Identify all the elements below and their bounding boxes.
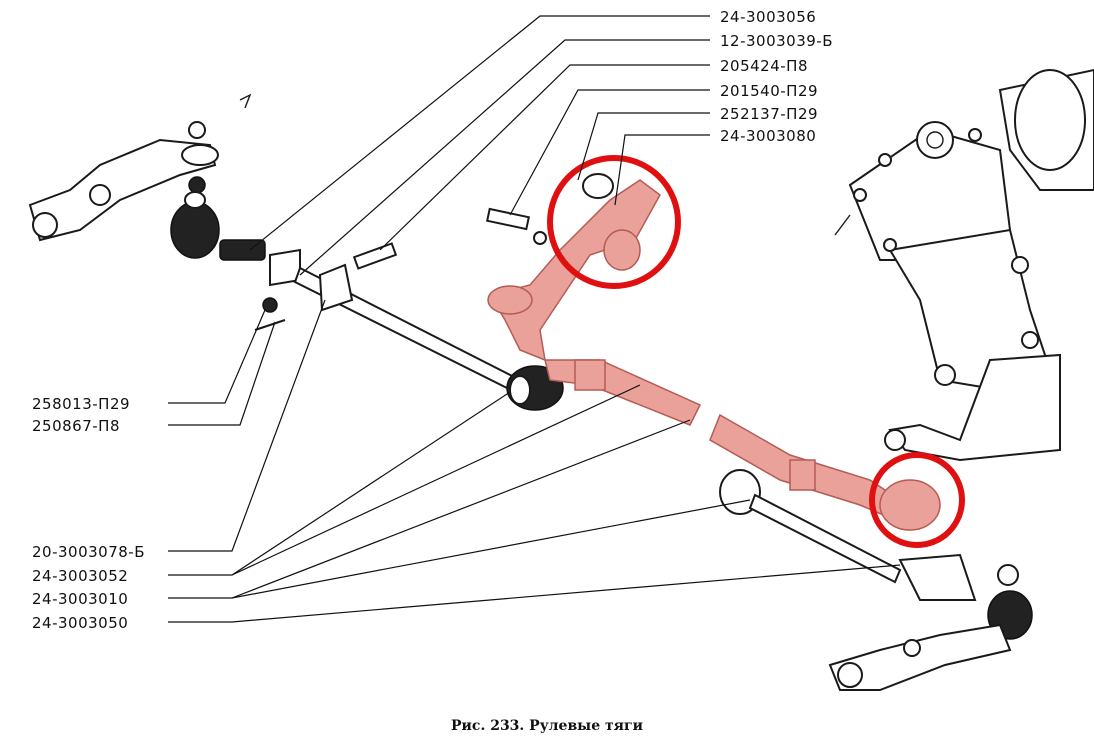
- leader-lines: [168, 15, 901, 623]
- label-24-3003010: 24-3003010: [32, 590, 128, 608]
- right-steering-arm: [828, 623, 1012, 691]
- bolts: [352, 207, 547, 270]
- highlight-circle-idler: [547, 155, 681, 289]
- label-201540-p29: 201540-П29: [720, 82, 818, 100]
- label-205424-p8: 205424-П8: [720, 57, 808, 75]
- figure-caption: Рис. 233. Рулевые тяги: [451, 718, 643, 734]
- left-ball-joint: [170, 191, 266, 261]
- left-pitman-arm: [28, 93, 252, 242]
- label-258013-p29: 258013-П29: [32, 395, 130, 413]
- label-24-3003056: 24-3003056: [720, 8, 816, 26]
- label-20-3003078-b: 20-3003078-Б: [32, 543, 145, 561]
- label-24-3003050: 24-3003050: [32, 614, 128, 632]
- label-252137-p29: 252137-П29: [720, 105, 818, 123]
- highlight-circle-ball-joint: [869, 452, 965, 548]
- tie-rod-right: [719, 469, 1033, 640]
- label-12-3003039-b: 12-3003039-Б: [720, 32, 833, 50]
- steering-gear-box: [834, 68, 1094, 462]
- label-24-3003052: 24-3003052: [32, 567, 128, 585]
- tie-rod-long: [254, 248, 522, 394]
- label-250867-p8: 250867-П8: [32, 417, 120, 435]
- label-24-3003080: 24-3003080: [720, 127, 816, 145]
